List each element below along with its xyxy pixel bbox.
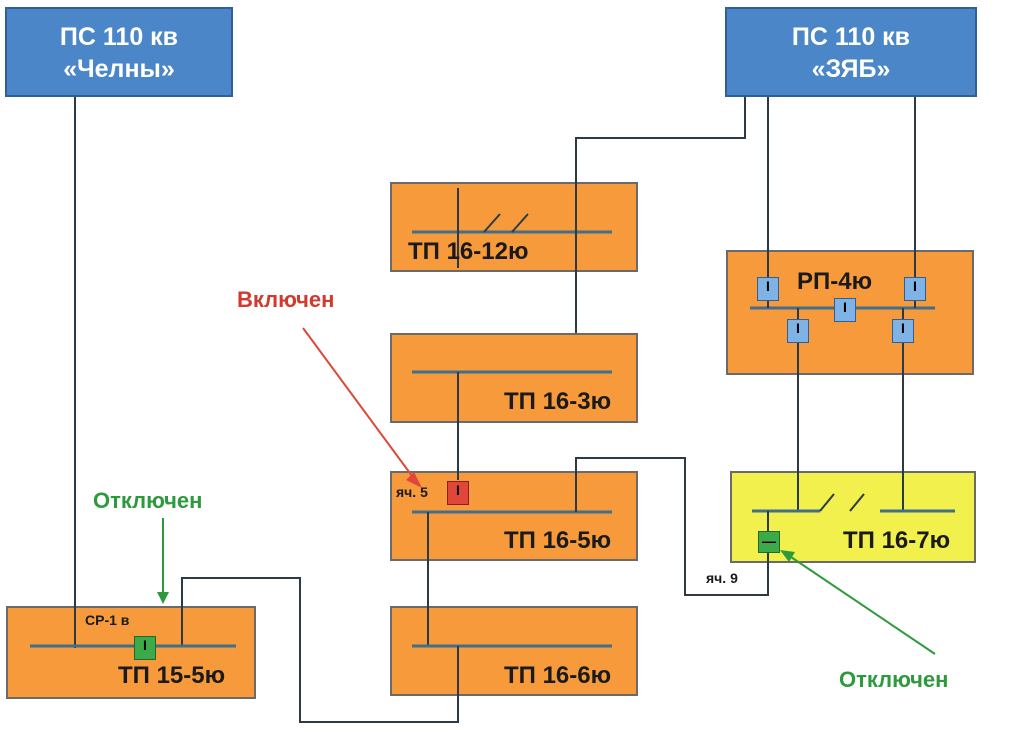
substation-chelny-line1: ПС 110 кв xyxy=(59,23,179,51)
annotation-off-right: Отключен xyxy=(839,667,949,692)
substation-zyab-line1: ПС 110 кв xyxy=(791,23,911,51)
annotation-on: Включен xyxy=(237,287,335,312)
breaker-yach9-off: — xyxy=(758,531,780,553)
breaker-rp4-right-bottom: I xyxy=(892,319,914,343)
label-tp16-12: ТП 16-12ю xyxy=(408,238,529,265)
breaker-yach5-on: I xyxy=(447,481,469,505)
breaker-rp4-left-bottom: I xyxy=(787,319,809,343)
label-tp16-5: ТП 16-5ю xyxy=(504,527,612,554)
station-tp15-5 xyxy=(6,606,256,699)
label-tp15-5: ТП 15-5ю xyxy=(118,662,226,689)
substation-zyab-line2: «ЗЯБ» xyxy=(811,55,891,83)
substation-chelny: ПС 110 кв «Челны» xyxy=(5,7,233,97)
label-yach9: яч. 9 xyxy=(706,570,738,586)
substation-zyab: ПС 110 кв «ЗЯБ» xyxy=(725,7,977,97)
label-tp16-6: ТП 16-6ю xyxy=(504,662,612,689)
station-tp16-3 xyxy=(390,333,638,423)
breaker-rp4-right-top: I xyxy=(904,277,926,301)
annotation-off-left: Отключен xyxy=(93,488,203,513)
breaker-sr1-off: I xyxy=(134,636,156,660)
label-sr1: СР-1 в xyxy=(85,612,130,628)
label-tp16-7: ТП 16-7ю xyxy=(843,527,951,554)
station-tp16-6 xyxy=(390,606,638,696)
station-tp16-5 xyxy=(390,471,638,561)
label-rp4: РП-4ю xyxy=(797,268,873,295)
label-tp16-3: ТП 16-3ю xyxy=(504,388,612,415)
breaker-rp4-left-top: I xyxy=(757,277,779,301)
label-yach5: яч. 5 xyxy=(396,484,428,500)
breaker-rp4-center: I xyxy=(834,298,856,322)
station-tp16-12 xyxy=(390,182,638,272)
substation-chelny-line2: «Челны» xyxy=(63,55,175,83)
